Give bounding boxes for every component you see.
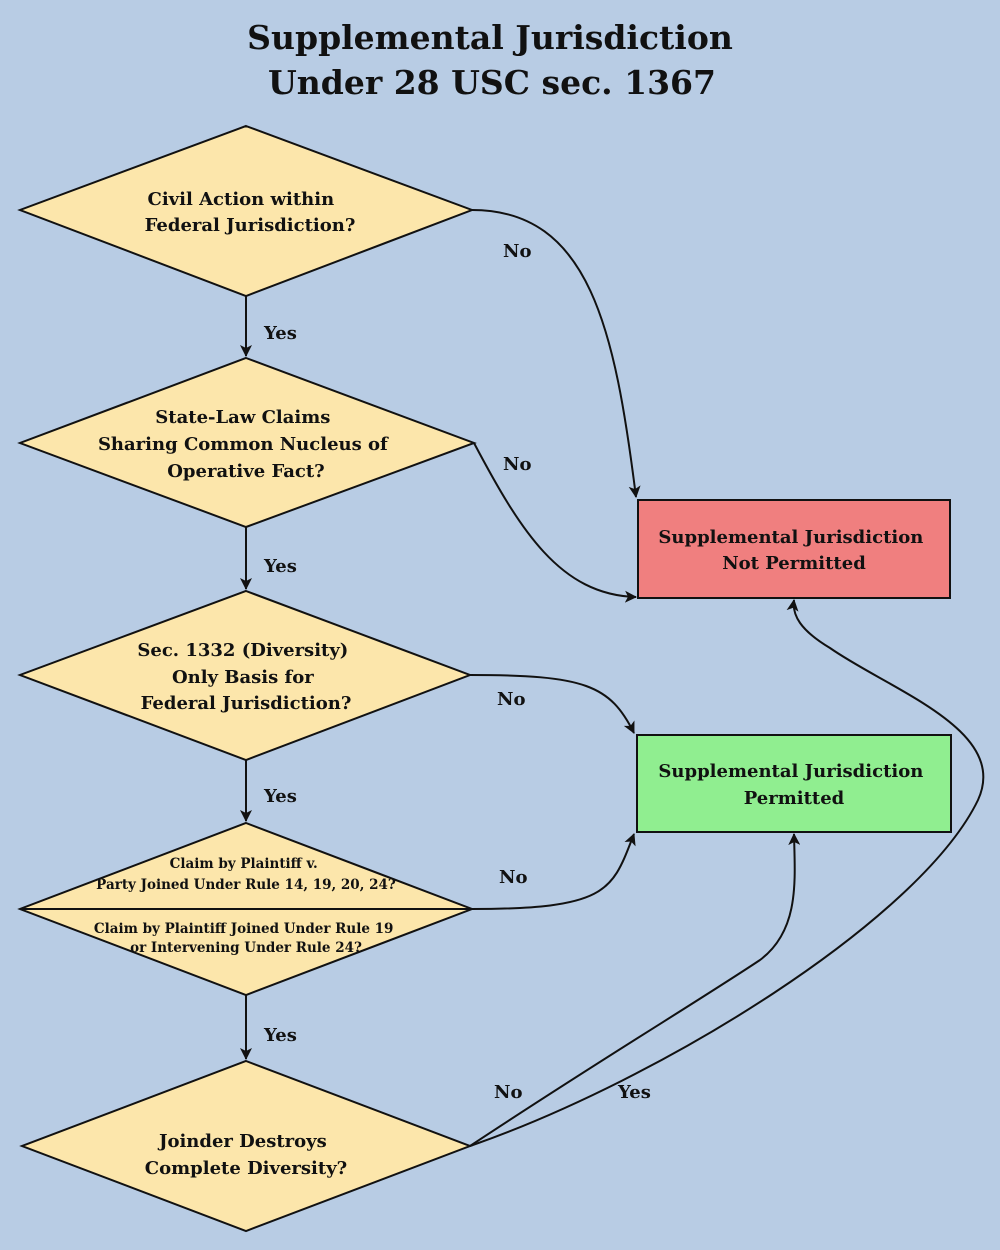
edge-q3-no (469, 674, 635, 734)
diagram-title-line-1: Supplemental Jurisdiction (247, 18, 733, 57)
edge-label-q4-no: No (499, 867, 527, 888)
edge-label-q5-yes: Yes (617, 1082, 651, 1103)
decision-diversity-only-basis (17, 589, 473, 762)
diagram-title-line-2: Under 28 USC sec. 1367 (268, 63, 716, 102)
decision-federal-jurisdiction (17, 124, 475, 298)
edge-q5-no (469, 833, 801, 1147)
outcome-not-permitted (637, 499, 951, 599)
edge-q4-no (471, 833, 636, 910)
outcome-permitted-text: Supplemental Jurisdiction Permitted (658, 761, 929, 809)
decision-federal-jurisdiction-text: Civil Action within Federal Jurisdiction… (145, 189, 356, 236)
edge-q5-yes (469, 599, 985, 1147)
edge-label-q3-no: No (497, 689, 525, 710)
edge-label-q2-yes: Yes (263, 556, 297, 577)
decision-destroys-diversity (19, 1059, 473, 1233)
outcome-not-permitted-text: Supplemental Jurisdiction Not Permitted (658, 527, 929, 574)
edge-label-q1-yes: Yes (263, 323, 297, 344)
decision-destroys-diversity-text: Joinder Destroys Complete Diversity? (145, 1131, 347, 1179)
decision-diversity-only-basis-text: Sec. 1332 (Diversity) Only Basis for Fed… (137, 640, 354, 714)
edge-label-q3-yes: Yes (263, 786, 297, 807)
edge-label-q2-no: No (503, 454, 531, 475)
edge-label-q5-no: No (494, 1082, 522, 1103)
decision-joined-parties-upper-text: Claim by Plaintiff v. Party Joined Under… (96, 856, 396, 893)
edge-q2-no (473, 442, 637, 603)
decision-joined-parties-lower-text: Claim by Plaintiff Joined Under Rule 19 … (94, 921, 398, 956)
decision-common-nucleus (17, 356, 477, 529)
edge-q1-no (471, 209, 641, 498)
edge-label-q4-yes: Yes (263, 1025, 297, 1046)
edge-label-q1-no: No (503, 241, 531, 262)
decision-common-nucleus-text: State-Law Claims Sharing Common Nucleus … (98, 407, 394, 482)
outcome-permitted (636, 734, 952, 833)
